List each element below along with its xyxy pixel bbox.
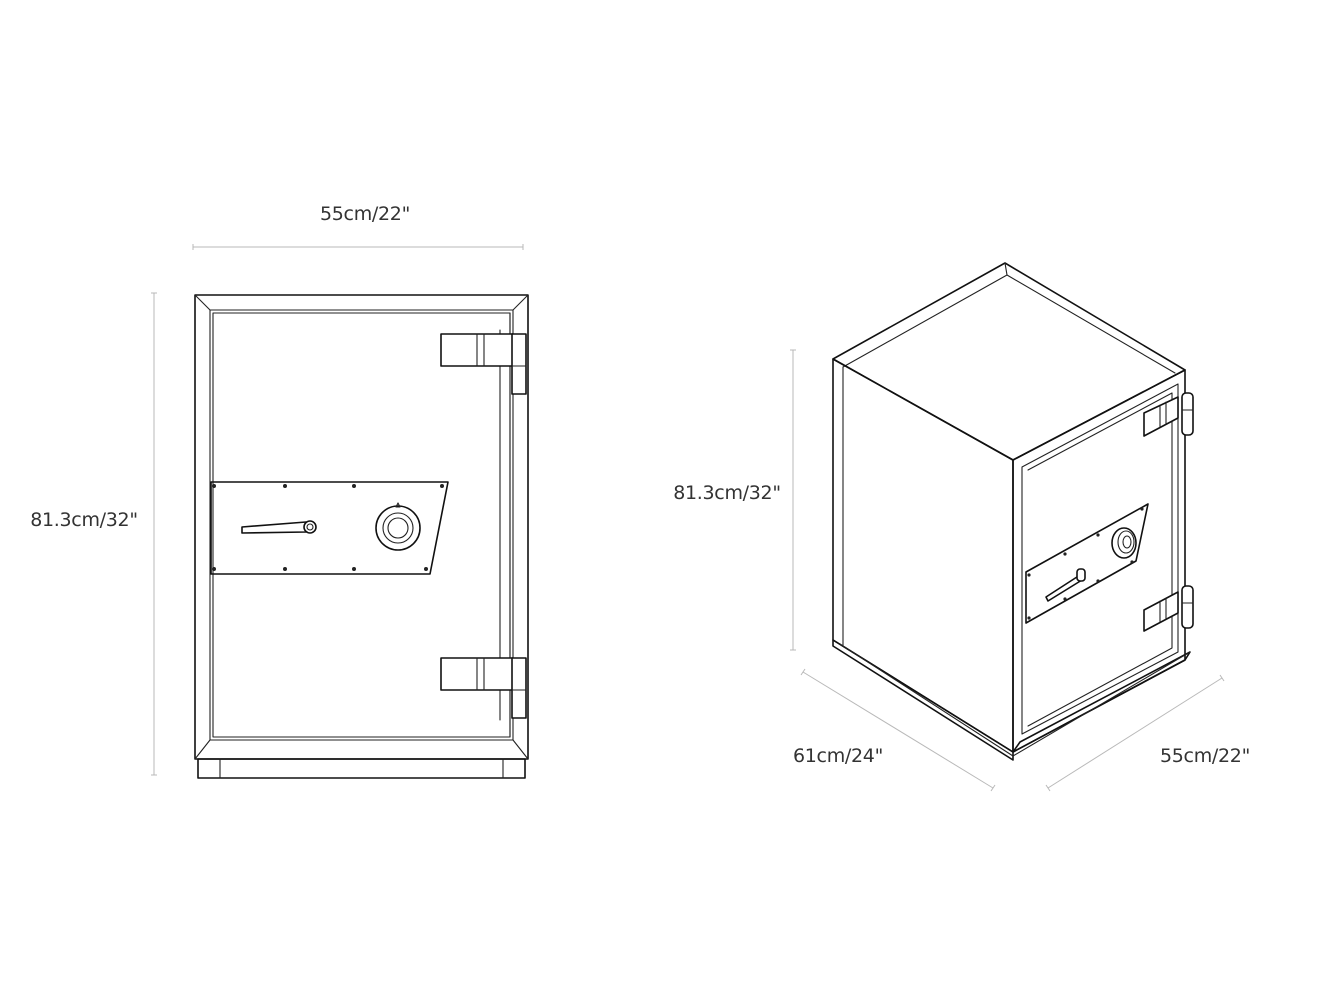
iso-width-dimension: 55cm/22" bbox=[1045, 674, 1250, 792]
front-width-dimension: 55cm/22" bbox=[192, 203, 524, 250]
front-height-dimension: 81.3cm/32" bbox=[30, 292, 157, 776]
front-dial-icon bbox=[375, 502, 421, 551]
front-lock-plate bbox=[210, 481, 449, 575]
iso-bottom-hinge bbox=[1143, 585, 1194, 632]
front-handle-icon bbox=[241, 520, 317, 534]
iso-depth-label: 61cm/24" bbox=[793, 745, 883, 767]
iso-height-label: 81.3cm/32" bbox=[673, 482, 781, 504]
iso-height-dimension: 81.3cm/32" bbox=[673, 349, 796, 651]
front-height-label: 81.3cm/32" bbox=[30, 509, 138, 531]
iso-plate-rivets bbox=[1027, 507, 1144, 620]
front-safe-body bbox=[194, 294, 529, 779]
front-plate-rivets bbox=[212, 484, 444, 571]
iso-safe-body bbox=[832, 262, 1191, 761]
iso-lock-plate bbox=[1025, 503, 1149, 624]
front-view: 55cm/22" 81.3cm/32" bbox=[30, 203, 529, 779]
iso-top-hinge bbox=[1143, 392, 1194, 437]
iso-view: 81.3cm/32" 61cm/24" 55cm/22" bbox=[673, 262, 1250, 792]
iso-depth-dimension: 61cm/24" bbox=[793, 668, 996, 792]
iso-handle-icon bbox=[1045, 568, 1086, 602]
iso-width-label: 55cm/22" bbox=[1160, 745, 1250, 767]
front-width-label: 55cm/22" bbox=[320, 203, 410, 225]
iso-dial-icon bbox=[1111, 527, 1137, 559]
front-bottom-hinge bbox=[440, 657, 527, 719]
front-top-hinge bbox=[440, 333, 527, 395]
